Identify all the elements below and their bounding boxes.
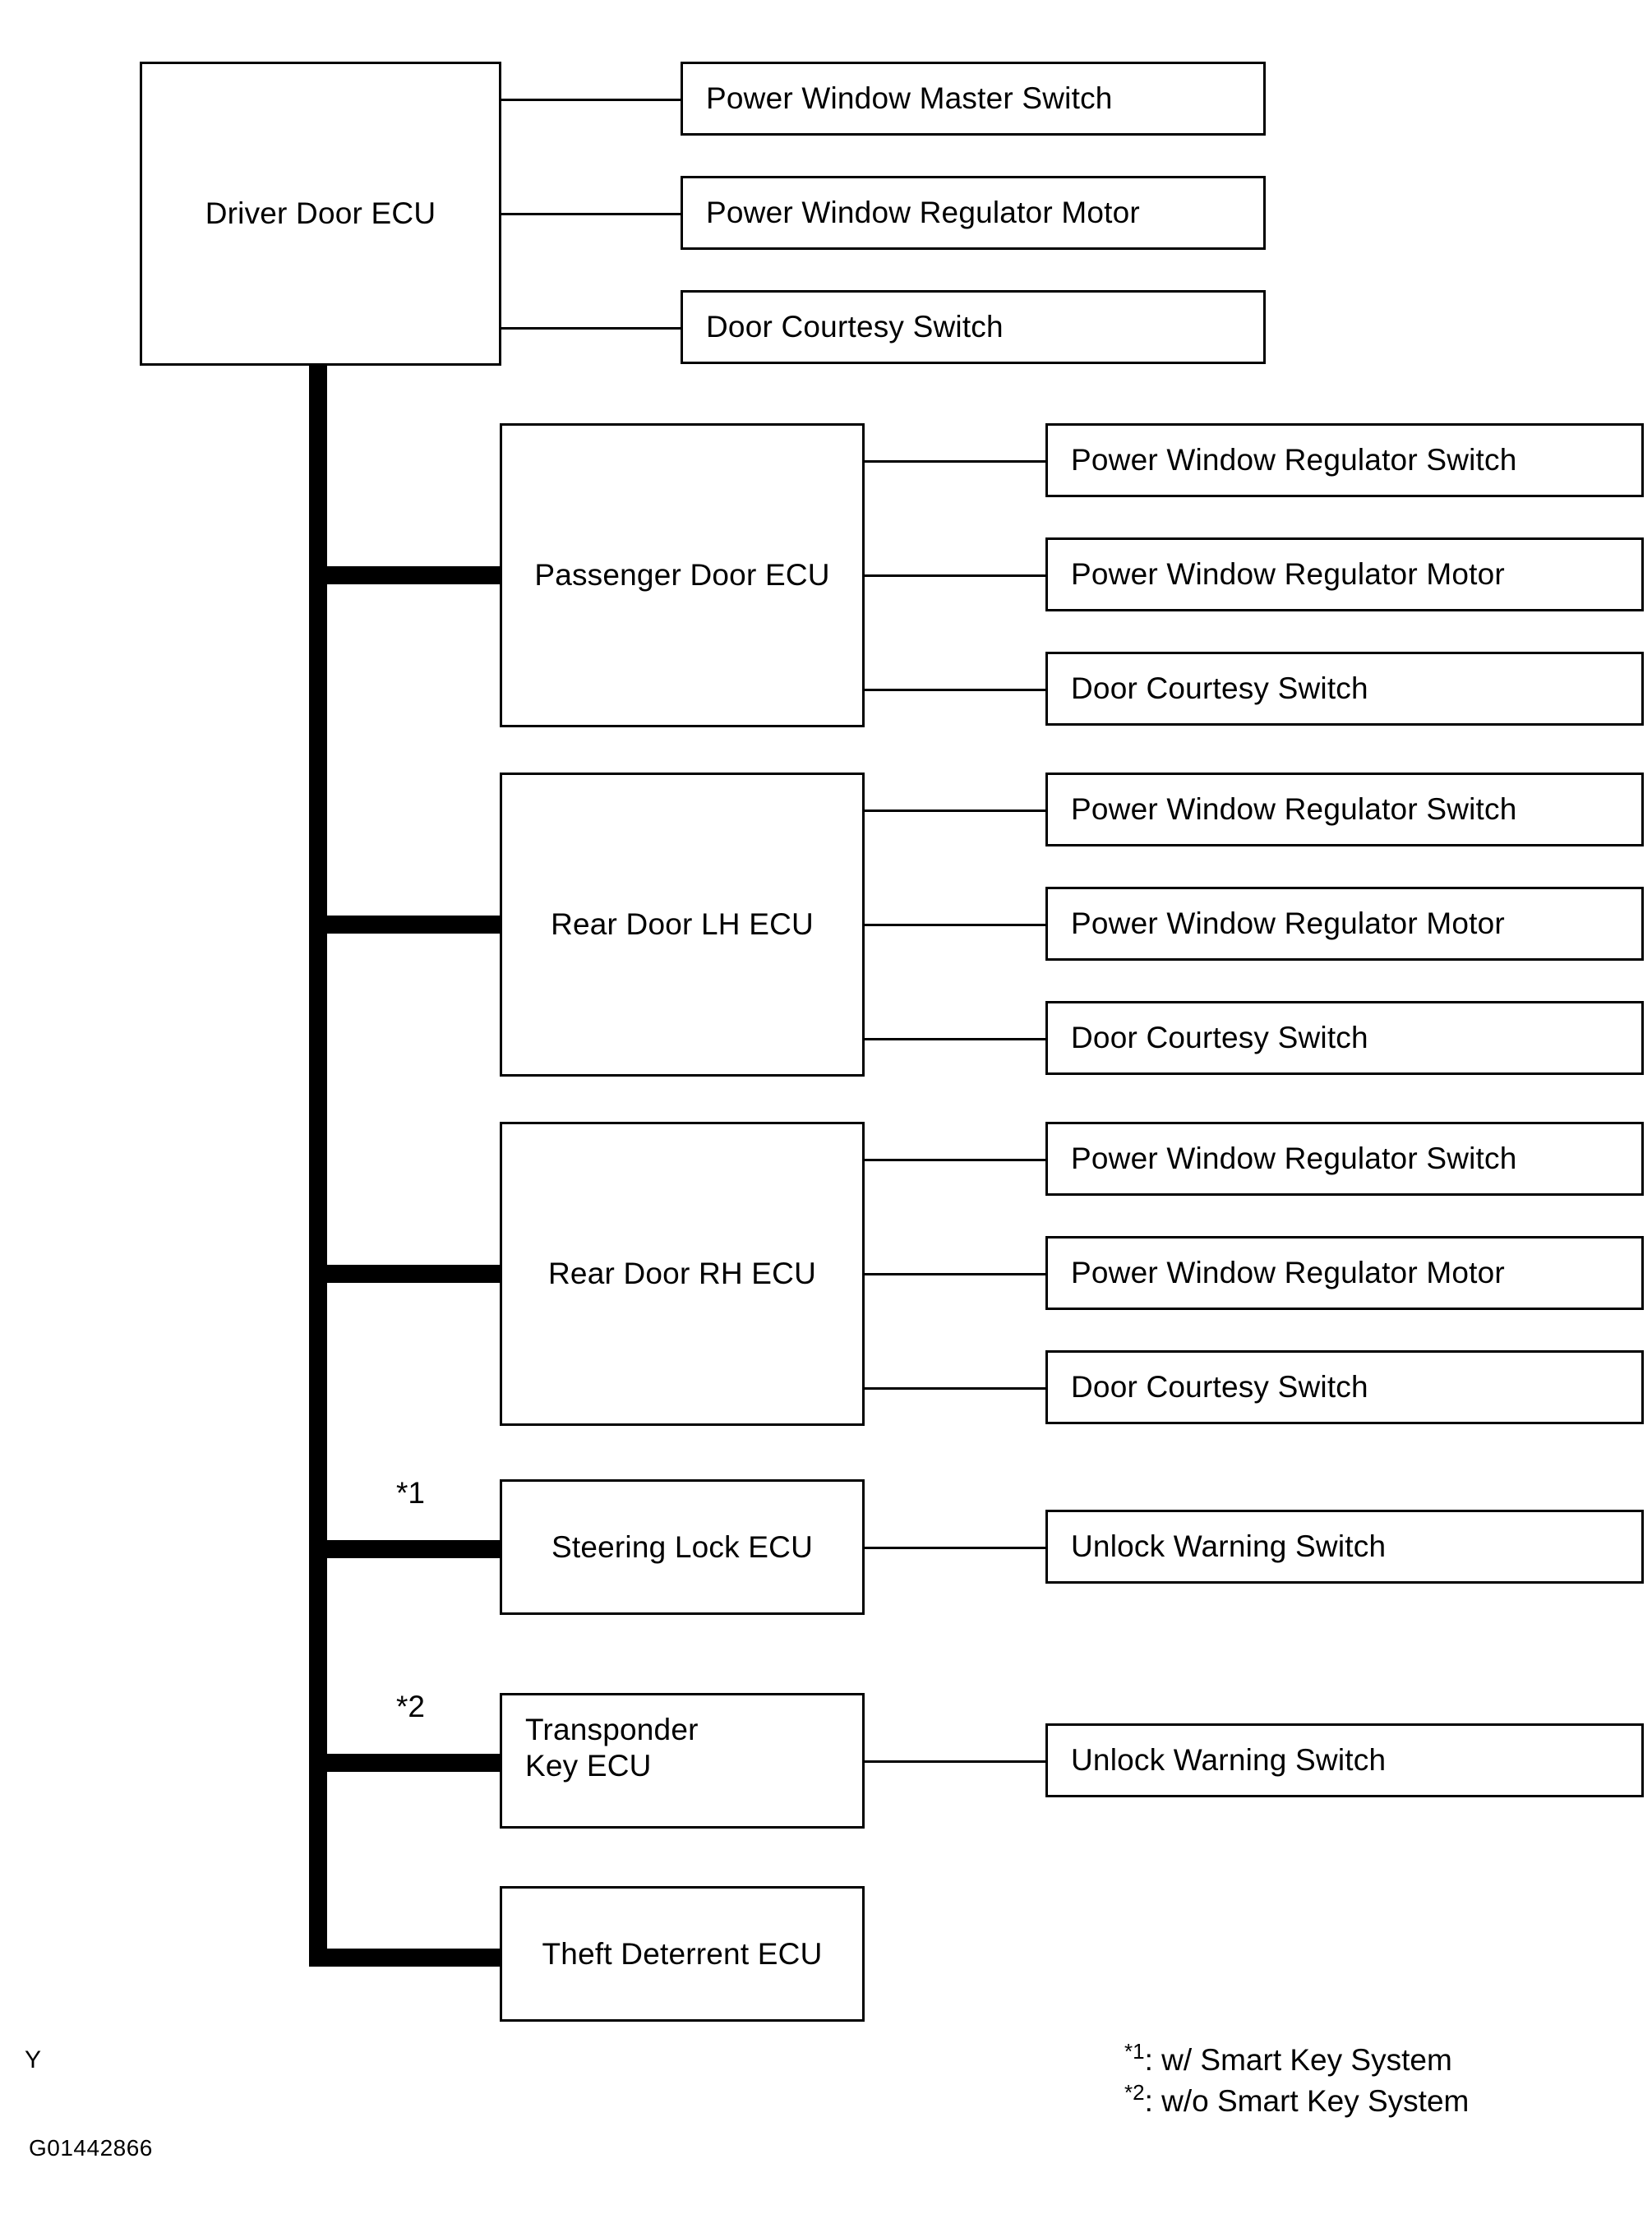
footnote-line-1: *1: w/ Smart Key System <box>1124 2038 1469 2079</box>
bus-branch-transponder-key <box>309 1754 501 1772</box>
leaf-label: Power Window Regulator Switch <box>1071 443 1517 477</box>
footnote-1-superscript: *1 <box>1124 2039 1145 2064</box>
node-label-passenger-door-ecu: Passenger Door ECU <box>534 558 830 593</box>
figure-id-code: G01442866 <box>29 2135 153 2161</box>
leaf-label: Power Window Regulator Motor <box>1071 906 1505 941</box>
leaf-label: Unlock Warning Switch <box>1071 1529 1387 1564</box>
bus-branch-steering-lock <box>309 1540 501 1558</box>
leaf-steering-lock-unlock-warning-switch[interactable]: Unlock Warning Switch <box>1045 1510 1644 1584</box>
leaf-driver-power-window-master-switch[interactable]: Power Window Master Switch <box>681 62 1266 136</box>
leaf-driver-door-courtesy-switch[interactable]: Door Courtesy Switch <box>681 290 1266 364</box>
bus-branch-rear-rh <box>309 1265 501 1283</box>
leaf-label: Power Window Regulator Switch <box>1071 1142 1517 1176</box>
connector-rear-rh-leaf-2 <box>862 1273 1045 1275</box>
communication-bus-trunk <box>309 364 327 1967</box>
leaf-label: Power Window Master Switch <box>706 81 1113 116</box>
footnote-2-superscript: *2 <box>1124 2080 1145 2106</box>
leaf-label: Power Window Regulator Motor <box>1071 1256 1505 1290</box>
node-rear-door-rh-ecu[interactable]: Rear Door RH ECU <box>500 1122 865 1426</box>
leaf-transponder-unlock-warning-switch[interactable]: Unlock Warning Switch <box>1045 1723 1644 1797</box>
node-label-transponder-key-ecu: Transponder Key ECU <box>525 1713 699 1783</box>
node-transponder-key-ecu[interactable]: Transponder Key ECU <box>500 1693 865 1829</box>
connector-passenger-leaf-2 <box>862 574 1045 577</box>
node-label-rear-door-rh-ecu: Rear Door RH ECU <box>548 1257 816 1291</box>
leaf-label: Door Courtesy Switch <box>1071 1021 1368 1055</box>
connector-rear-lh-leaf-1 <box>862 809 1045 812</box>
leaf-rear-lh-power-window-regulator-motor[interactable]: Power Window Regulator Motor <box>1045 887 1644 961</box>
connector-steering-lock-leaf-1 <box>862 1547 1045 1549</box>
leaf-label: Power Window Regulator Motor <box>1071 557 1505 592</box>
node-theft-deterrent-ecu[interactable]: Theft Deterrent ECU <box>500 1886 865 2022</box>
leaf-passenger-power-window-regulator-switch[interactable]: Power Window Regulator Switch <box>1045 423 1644 497</box>
page-corner-letter: Y <box>25 2046 42 2073</box>
leaf-passenger-power-window-regulator-motor[interactable]: Power Window Regulator Motor <box>1045 537 1644 611</box>
node-steering-lock-ecu[interactable]: Steering Lock ECU <box>500 1479 865 1615</box>
node-passenger-door-ecu[interactable]: Passenger Door ECU <box>500 423 865 727</box>
node-rear-door-lh-ecu[interactable]: Rear Door LH ECU <box>500 773 865 1077</box>
leaf-label: Door Courtesy Switch <box>1071 1370 1368 1405</box>
node-label-steering-lock-ecu: Steering Lock ECU <box>551 1529 814 1564</box>
leaf-rear-rh-door-courtesy-switch[interactable]: Door Courtesy Switch <box>1045 1350 1644 1424</box>
leaf-rear-rh-power-window-regulator-motor[interactable]: Power Window Regulator Motor <box>1045 1236 1644 1310</box>
connector-passenger-leaf-1 <box>862 460 1045 463</box>
marker-star-1: *1 <box>396 1476 425 1510</box>
connector-passenger-leaf-3 <box>862 689 1045 691</box>
leaf-rear-lh-power-window-regulator-switch[interactable]: Power Window Regulator Switch <box>1045 773 1644 846</box>
bus-branch-passenger <box>309 566 501 584</box>
connector-transponder-leaf-1 <box>862 1760 1045 1763</box>
leaf-rear-lh-door-courtesy-switch[interactable]: Door Courtesy Switch <box>1045 1001 1644 1075</box>
footnote-1-text: : w/ Smart Key System <box>1144 2043 1452 2077</box>
leaf-label: Unlock Warning Switch <box>1071 1743 1387 1778</box>
connector-rear-rh-leaf-3 <box>862 1387 1045 1390</box>
footnote-line-2: *2: w/o Smart Key System <box>1124 2079 1469 2120</box>
connector-rear-lh-leaf-2 <box>862 924 1045 926</box>
node-driver-door-ecu[interactable]: Driver Door ECU <box>140 62 501 366</box>
leaf-label: Door Courtesy Switch <box>1071 671 1368 706</box>
node-label-theft-deterrent-ecu: Theft Deterrent ECU <box>542 1936 823 1971</box>
leaf-label: Door Courtesy Switch <box>706 310 1004 344</box>
connector-rear-rh-leaf-1 <box>862 1159 1045 1161</box>
node-label-driver-door-ecu: Driver Door ECU <box>205 196 436 231</box>
bus-branch-theft-deterrent <box>309 1949 501 1967</box>
footnote-block: *1: w/ Smart Key System *2: w/o Smart Ke… <box>1124 2038 1469 2121</box>
marker-star-2: *2 <box>396 1690 425 1723</box>
leaf-passenger-door-courtesy-switch[interactable]: Door Courtesy Switch <box>1045 652 1644 726</box>
node-label-rear-door-lh-ecu: Rear Door LH ECU <box>551 907 814 942</box>
leaf-label: Power Window Regulator Motor <box>706 196 1140 230</box>
bus-branch-rear-lh <box>309 916 501 934</box>
footnote-2-text: : w/o Smart Key System <box>1144 2084 1470 2119</box>
leaf-driver-power-window-regulator-motor[interactable]: Power Window Regulator Motor <box>681 176 1266 250</box>
leaf-label: Power Window Regulator Switch <box>1071 792 1517 827</box>
connector-rear-lh-leaf-3 <box>862 1038 1045 1040</box>
leaf-rear-rh-power-window-regulator-switch[interactable]: Power Window Regulator Switch <box>1045 1122 1644 1196</box>
